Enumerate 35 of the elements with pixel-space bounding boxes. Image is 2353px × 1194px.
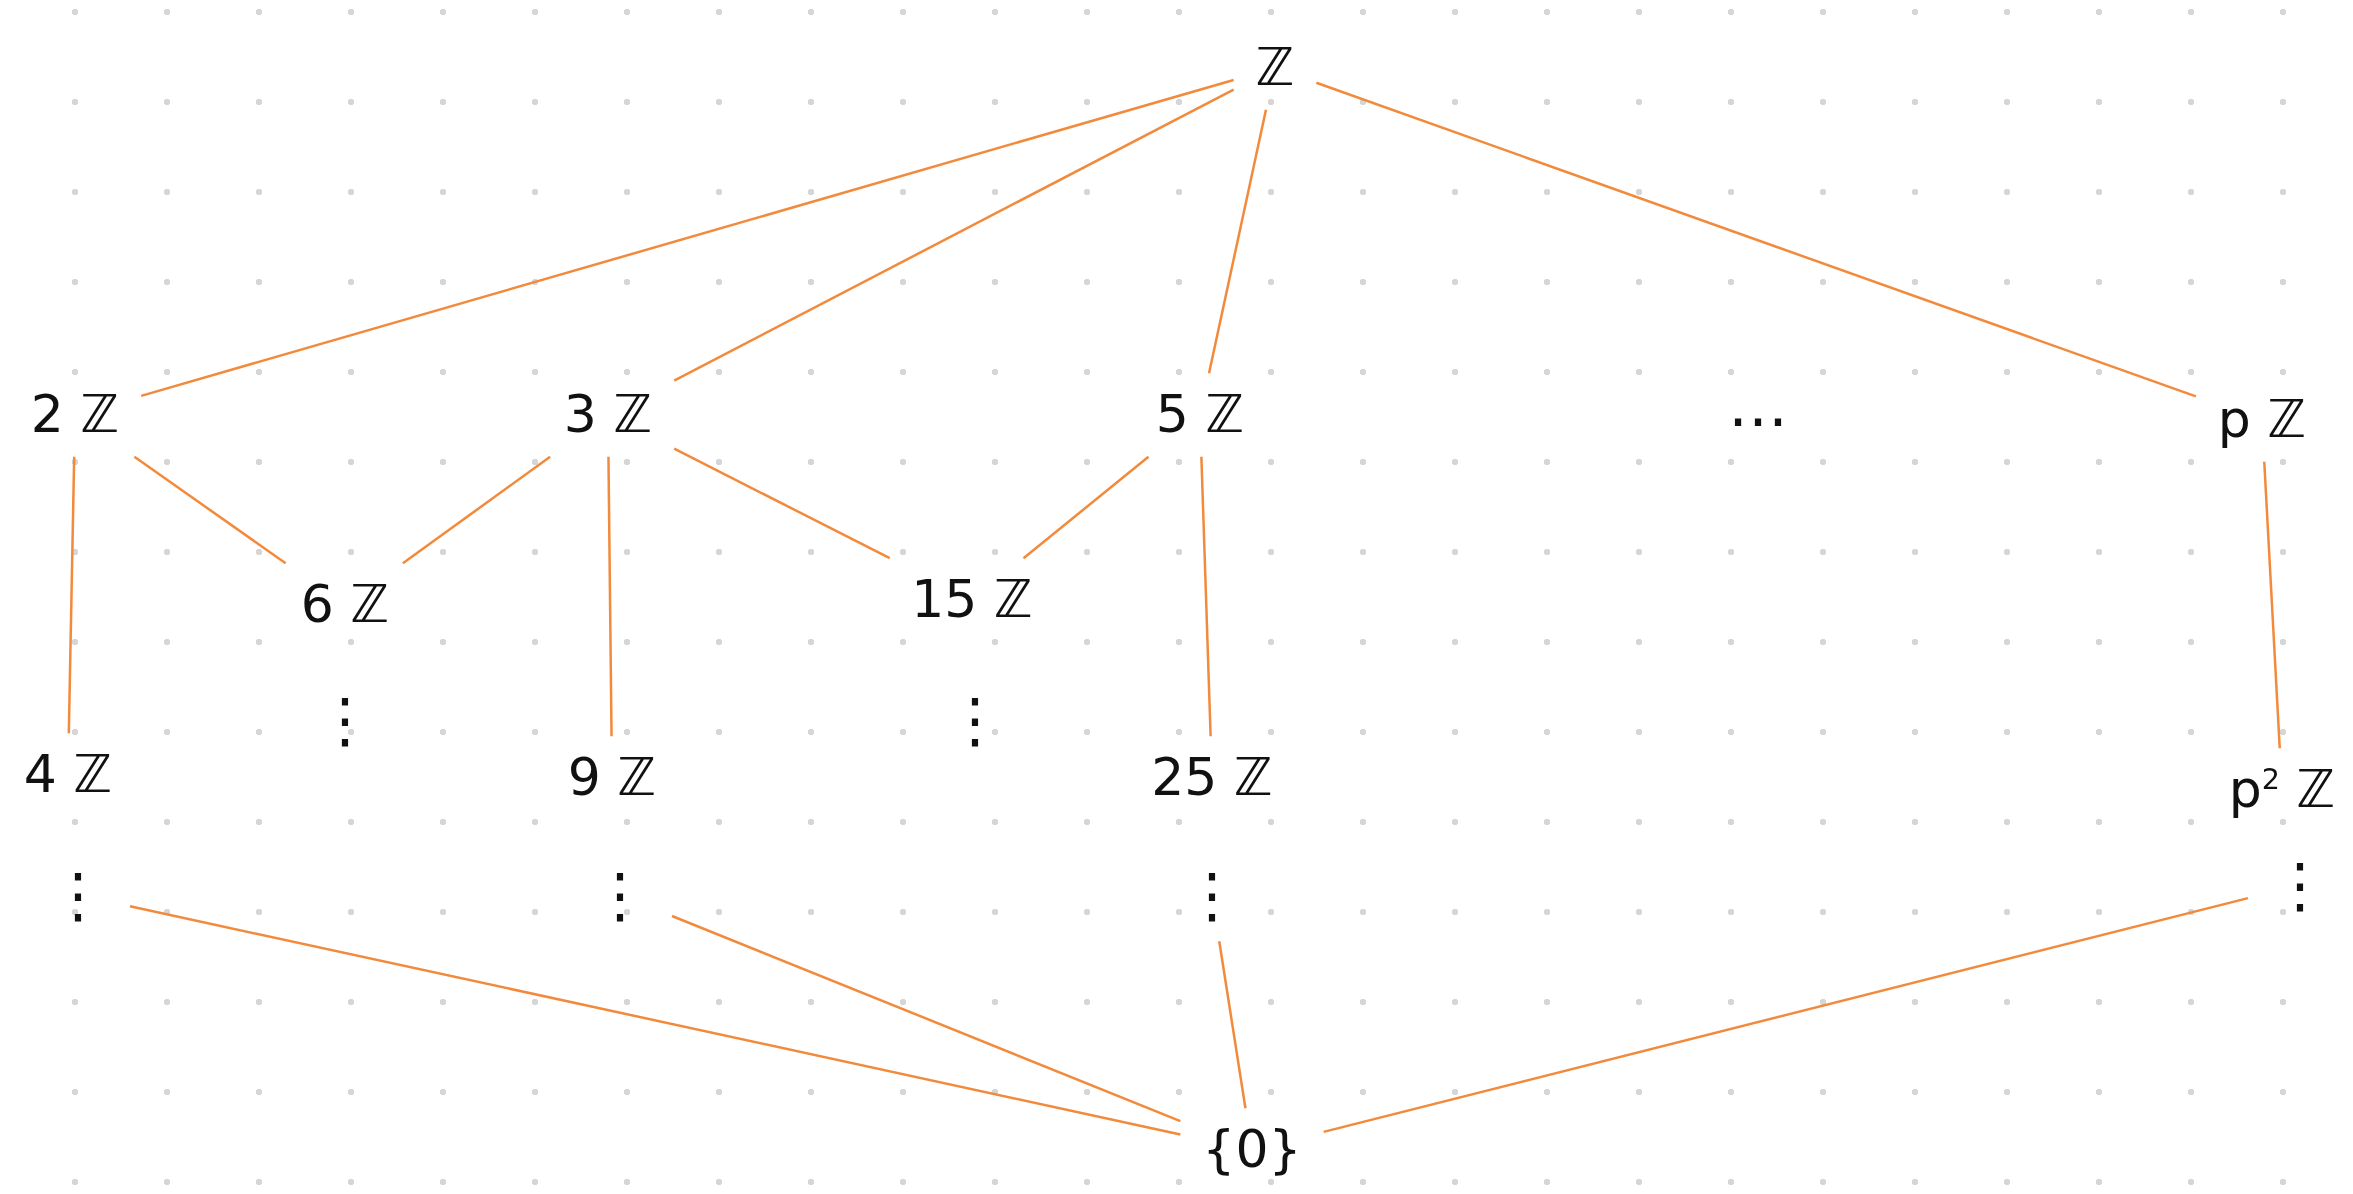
subgroup-label: p ℤ [2217,391,2307,449]
connector-line [673,88,1235,382]
connector-line [673,447,891,560]
subgroup-label: 3 ℤ [563,386,653,444]
connector-line [2263,461,2281,749]
ellipsis: ⋮ [945,687,1005,753]
subgroup-label: p$^{2}$ ℤ [2228,761,2336,819]
connector-line [1200,456,1212,737]
ellipsis: ⋮ [315,687,375,753]
connector-line [1207,109,1268,374]
vertical-ellipsis: ⋮ [1182,862,1242,928]
connector-line [133,455,287,565]
connector-line [140,78,1234,398]
ellipsis: … [1728,372,1788,438]
subgroup-label: 9 ℤ [567,749,657,807]
subgroup-label: ℤ [1255,39,1295,97]
subgroup-label: 6 ℤ [300,576,390,634]
connector-line [1315,81,2197,398]
connector-line [129,905,1181,1136]
connector-line [1218,941,1247,1109]
subgroup-label: 25 ℤ [1151,749,1273,807]
connector-line [1323,896,2249,1134]
subgroup-label: 5 ℤ [1155,386,1245,444]
subgroup-label: 2 ℤ [30,386,120,444]
connector-line [1022,455,1150,560]
connector-line [67,456,76,734]
subgroup-label: 4 ℤ [23,746,113,804]
vertical-ellipsis: ⋮ [48,862,108,928]
subgroup-label: {0} [1202,1121,1302,1179]
connector-line [671,914,1181,1123]
vertical-ellipsis: ⋮ [2270,852,2330,918]
connector-line [402,455,551,565]
subgroup-label: 15 ℤ [911,571,1033,629]
connector-line [607,456,613,737]
vertical-ellipsis: ⋮ [590,862,650,928]
